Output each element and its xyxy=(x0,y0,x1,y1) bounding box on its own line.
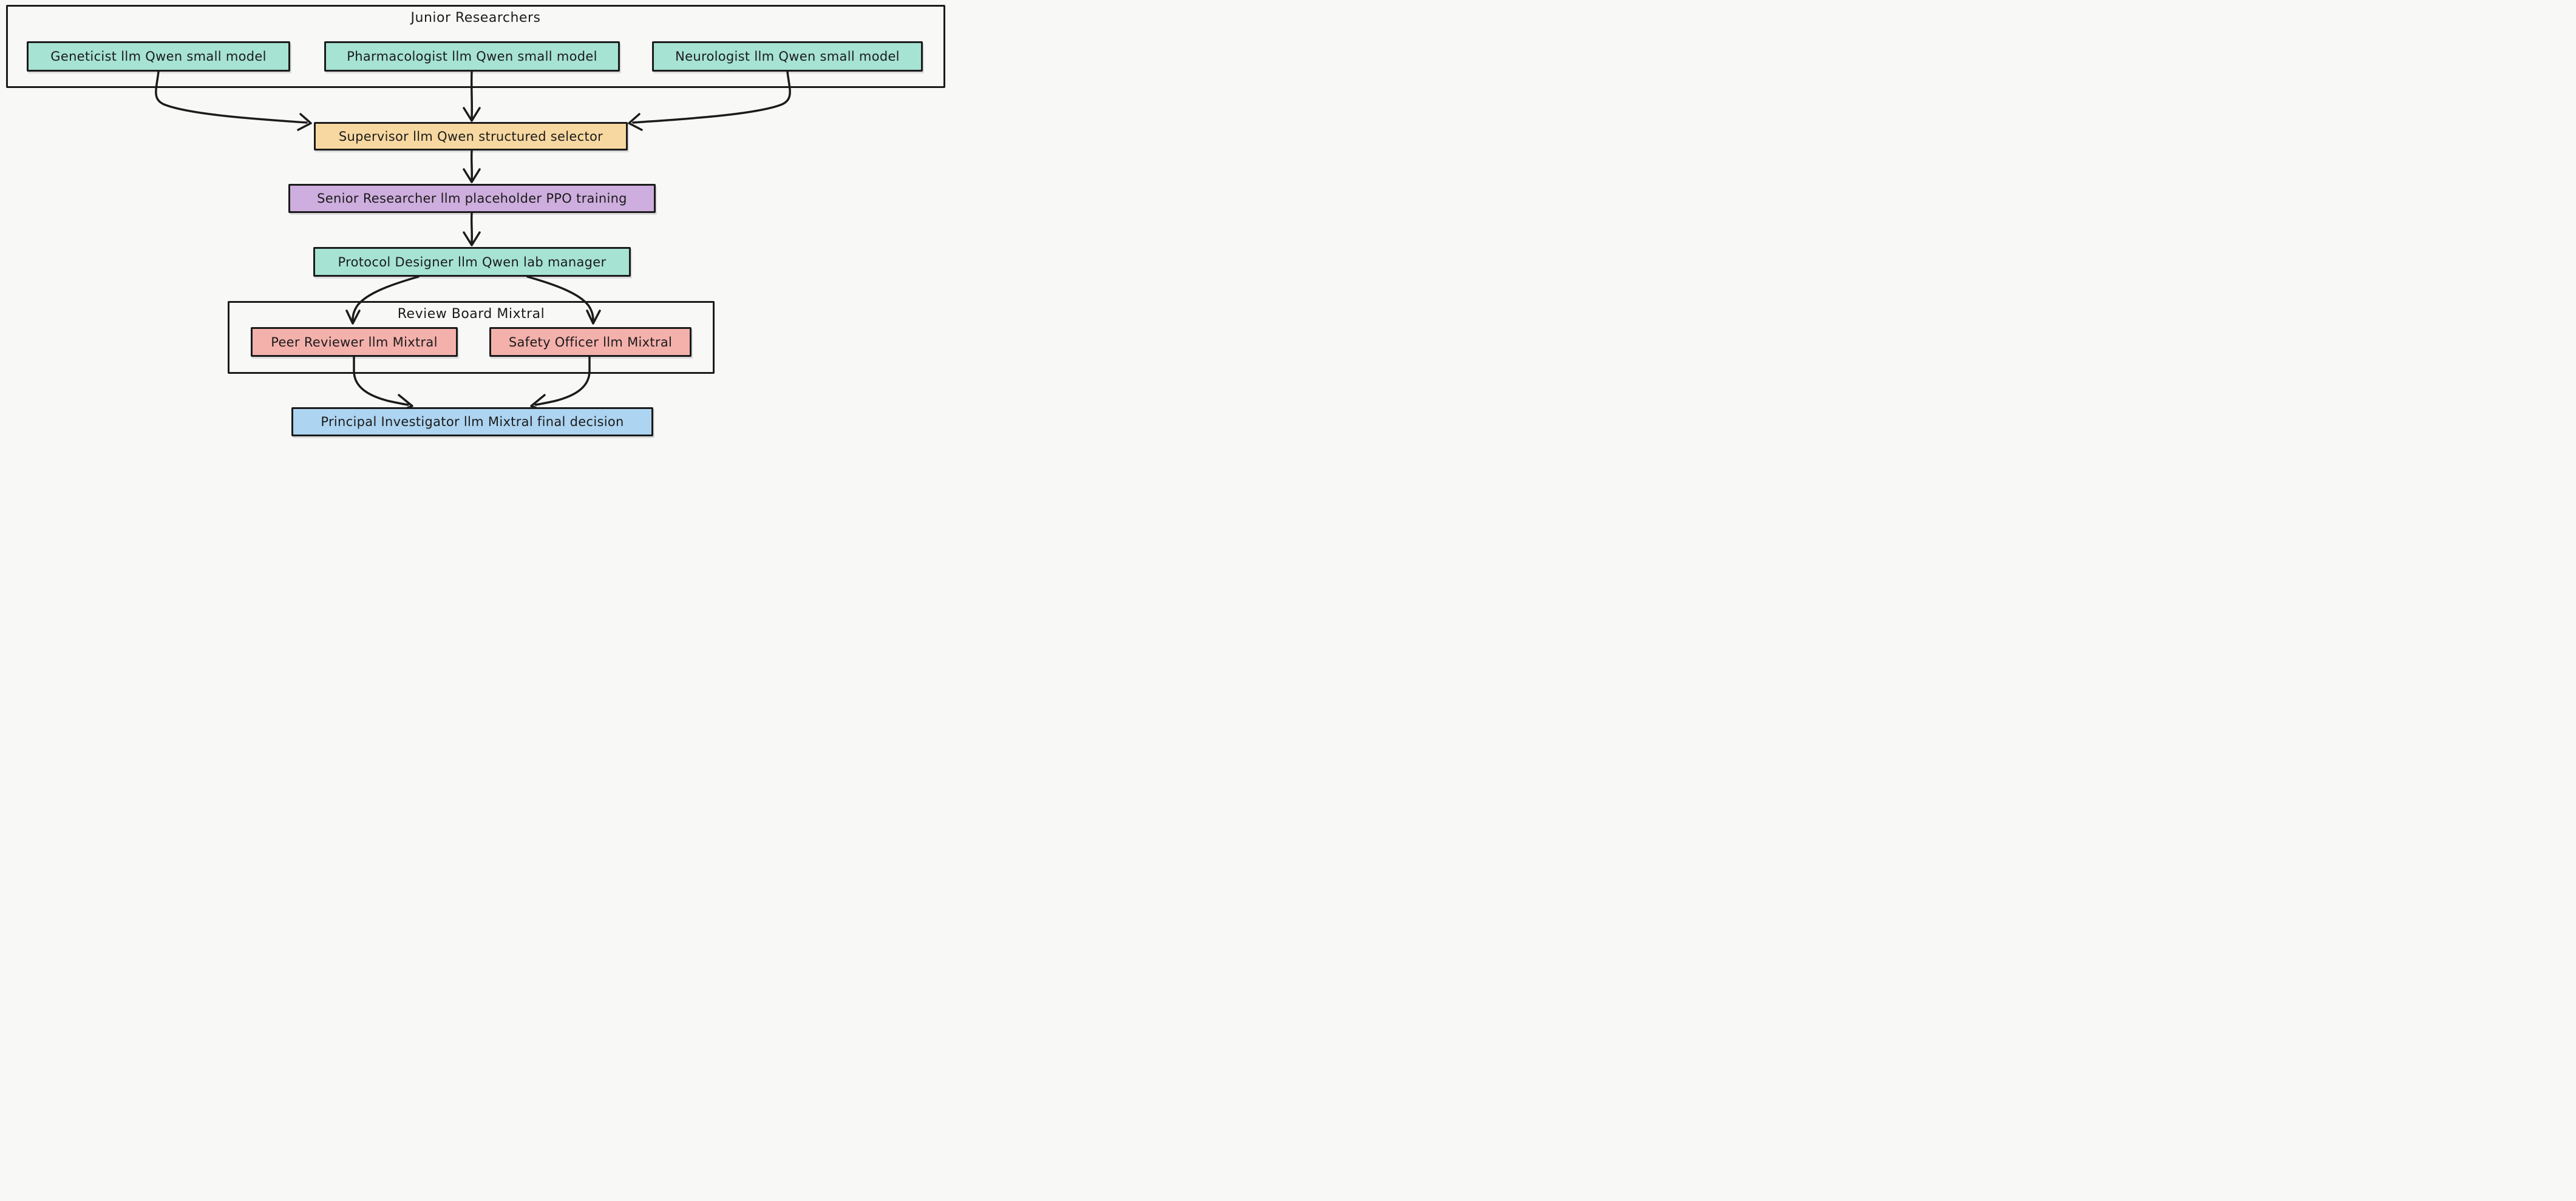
diagram-canvas: Junior Researchers Review Board Mixtral xyxy=(0,0,952,444)
node-pharmacologist-label: Pharmacologist llm Qwen small model xyxy=(347,49,597,64)
node-senior-researcher: Senior Researcher llm placeholder PPO tr… xyxy=(288,184,656,213)
node-principal-investigator-label: Principal Investigator llm Mixtral final… xyxy=(321,414,624,429)
node-geneticist: Geneticist llm Qwen small model xyxy=(27,41,290,72)
node-principal-investigator: Principal Investigator llm Mixtral final… xyxy=(291,407,653,436)
arrowhead-icon xyxy=(297,113,312,131)
node-safety-officer: Safety Officer llm Mixtral xyxy=(489,327,692,357)
node-safety-officer-label: Safety Officer llm Mixtral xyxy=(508,334,673,350)
node-pharmacologist: Pharmacologist llm Qwen small model xyxy=(324,41,620,72)
group-junior-researchers: Junior Researchers xyxy=(6,5,945,88)
group-review-board: Review Board Mixtral xyxy=(228,301,715,374)
node-peer-reviewer-label: Peer Reviewer llm Mixtral xyxy=(271,334,438,350)
arrowhead-icon xyxy=(463,107,481,122)
node-protocol-designer-label: Protocol Designer llm Qwen lab manager xyxy=(338,254,607,269)
node-neurologist: Neurologist llm Qwen small model xyxy=(652,41,923,72)
node-protocol-designer: Protocol Designer llm Qwen lab manager xyxy=(313,247,631,277)
node-supervisor: Supervisor llm Qwen structured selector xyxy=(314,122,628,151)
node-geneticist-label: Geneticist llm Qwen small model xyxy=(50,49,267,64)
node-peer-reviewer: Peer Reviewer llm Mixtral xyxy=(251,327,458,357)
arrowhead-icon xyxy=(628,113,643,131)
arrowhead-icon xyxy=(463,231,481,246)
node-neurologist-label: Neurologist llm Qwen small model xyxy=(675,49,900,64)
edge-supervisor-to-senior-researcher xyxy=(463,149,481,183)
arrowhead-icon xyxy=(463,168,481,183)
group-junior-researchers-title: Junior Researchers xyxy=(410,10,541,25)
node-supervisor-label: Supervisor llm Qwen structured selector xyxy=(338,129,603,144)
group-review-board-title: Review Board Mixtral xyxy=(397,306,545,322)
node-senior-researcher-label: Senior Researcher llm placeholder PPO tr… xyxy=(317,191,627,206)
edge-senior-researcher-to-protocol-designer xyxy=(463,212,481,246)
